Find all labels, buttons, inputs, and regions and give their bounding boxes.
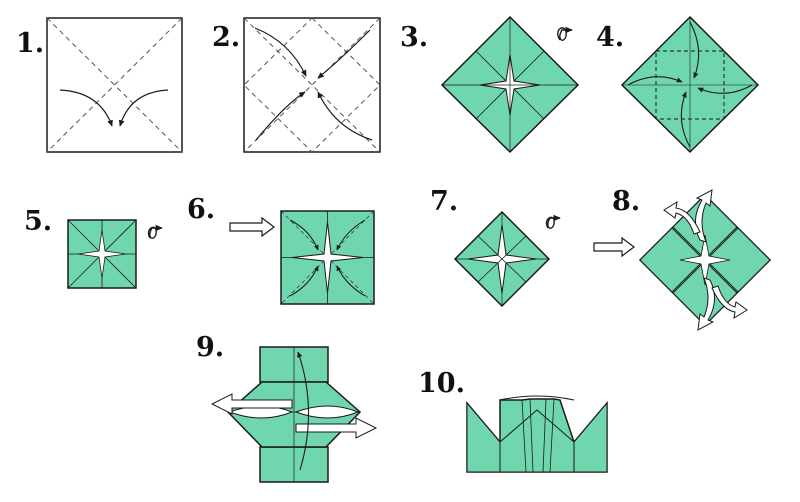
step-3-label: 3.: [400, 22, 429, 53]
step-9-figure: [210, 346, 378, 483]
step-4-figure: [620, 15, 760, 154]
step-2-label: 2.: [212, 22, 241, 53]
step-5-label: 5.: [24, 206, 53, 237]
turn-over-icon: [147, 224, 163, 239]
step-5-figure: [67, 219, 137, 289]
step-8-label: 8.: [612, 186, 641, 217]
step-6-figure: [280, 210, 375, 305]
step-10-figure: [466, 395, 608, 473]
step-4-label: 4.: [596, 22, 625, 53]
step-1-label: 1.: [16, 28, 45, 59]
step-10-label: 10.: [418, 368, 465, 399]
step-6-label: 6.: [187, 194, 216, 225]
turn-over-icon: [545, 214, 561, 229]
step-7-figure: [453, 210, 551, 308]
step-8-figure: [638, 189, 772, 331]
step-9-label: 9.: [196, 332, 225, 363]
next-step-arrow-icon: [593, 236, 635, 258]
next-step-arrow-icon: [229, 216, 275, 238]
turn-over-icon: [557, 26, 573, 41]
step-7-label: 7.: [430, 186, 459, 217]
step-2-figure: [243, 17, 381, 153]
step-3-figure: [440, 15, 580, 154]
step-1-figure: [46, 17, 183, 153]
